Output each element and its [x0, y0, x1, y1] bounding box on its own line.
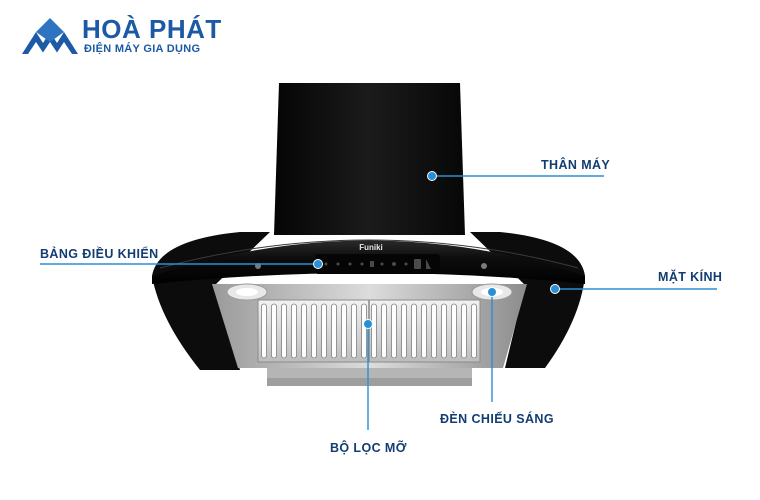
filter-slat: [391, 303, 397, 359]
filter-slat: [371, 303, 377, 359]
callout-dot-mat-kinh: [550, 284, 560, 294]
filter-slat: [461, 303, 467, 359]
filter-slat: [311, 303, 317, 359]
filter-slat: [341, 303, 347, 359]
brand-tagline: ĐIỆN MÁY GIA DỤNG: [84, 43, 201, 55]
filter-slat: [401, 303, 407, 359]
brand-logo-icon: [22, 18, 78, 54]
label-mat-kinh: MẶT KÍNH: [658, 270, 723, 284]
filter-slat: [351, 303, 357, 359]
filter-slat: [301, 303, 307, 359]
filter-slat: [291, 303, 297, 359]
filter-slat: [431, 303, 437, 359]
label-bang-dieu-khien: BẢNG ĐIỀU KHIỂN: [40, 247, 159, 261]
filter-slat: [271, 303, 277, 359]
callout-dot-bo-loc-mo: [363, 319, 373, 329]
filter-slat: [421, 303, 427, 359]
brand-header: HOÀ PHÁT ĐIỆN MÁY GIA DỤNG: [0, 0, 250, 75]
filter-slat: [261, 303, 267, 359]
callout-dot-den-chieu-sang: [487, 287, 497, 297]
hood-glass-left: [152, 232, 270, 370]
control-panel-strip: [315, 254, 440, 274]
product-brand-text: Funiki: [359, 243, 383, 252]
filter-slat: [381, 303, 387, 359]
label-den-chieu-sang: ĐÈN CHIẾU SÁNG: [440, 412, 554, 426]
callout-dot-bang-dieu-khien: [313, 259, 323, 269]
label-bo-loc-mo: BỘ LỌC MỠ: [330, 441, 407, 455]
filter-slat: [321, 303, 327, 359]
filter-slats: [261, 303, 477, 359]
brand-name: HOÀ PHÁT: [82, 14, 222, 44]
filter-slat: [331, 303, 337, 359]
callout-dot-than-may: [427, 171, 437, 181]
hood-glass-right: [470, 232, 585, 368]
filter-slat: [441, 303, 447, 359]
filter-slat: [361, 303, 367, 359]
label-than-may: THÂN MÁY: [541, 158, 611, 172]
filter-slat: [281, 303, 287, 359]
filter-slat: [411, 303, 417, 359]
filter-slat: [451, 303, 457, 359]
hood-chimney: [274, 83, 465, 235]
filter-slat: [471, 303, 477, 359]
